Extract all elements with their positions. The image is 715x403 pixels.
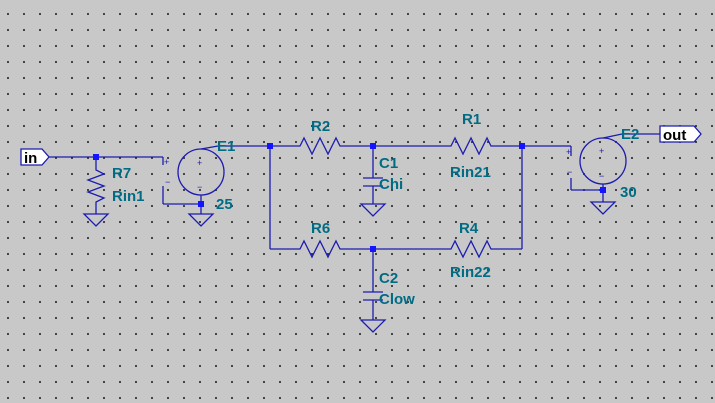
e2-name: E2 (621, 126, 639, 143)
ground-icon (359, 319, 387, 333)
resistor-r4[interactable]: R4 Rin22 (447, 220, 494, 281)
input-port-label: in (24, 150, 37, 167)
junction-node (600, 187, 606, 193)
e2-plus-symbol: + (599, 146, 604, 156)
junction-node (198, 201, 204, 207)
ground-icon (359, 203, 387, 217)
r7-value: Rin1 (112, 188, 145, 205)
output-port-label: out (663, 127, 686, 144)
junction-node (267, 143, 273, 149)
wires (49, 133, 660, 320)
e2-minus-symbol: − (599, 171, 604, 181)
c1-name: C1 (379, 155, 398, 172)
c1-value: Chi (379, 176, 403, 193)
e1-minus-symbol: − (197, 182, 202, 192)
c2-name: C2 (379, 270, 398, 287)
e1-value: 25 (216, 196, 233, 213)
resistor-r2[interactable]: R2 (296, 118, 346, 156)
r1-value: Rin21 (450, 164, 491, 181)
junction-nodes (93, 143, 606, 252)
c2-value: Clow (379, 291, 415, 308)
r7-name: R7 (112, 165, 131, 182)
e1-ctrl-plus: + (164, 157, 169, 167)
ground-icon (589, 201, 617, 215)
source-e2[interactable]: + − + − E2 30 (566, 126, 639, 215)
r4-name: R4 (459, 220, 479, 237)
e1-name: E1 (217, 138, 235, 155)
capacitor-c2[interactable]: C2 Clow (359, 270, 415, 333)
resistor-r1[interactable]: R1 Rin21 (447, 111, 494, 181)
ground-icon (82, 213, 110, 227)
r4-value: Rin22 (450, 264, 491, 281)
ground-icon (187, 213, 215, 227)
e2-ctrl-minus: − (567, 167, 572, 177)
e1-plus-symbol: + (197, 158, 202, 168)
resistor-r6[interactable]: R6 (296, 220, 346, 259)
junction-node (370, 246, 376, 252)
e2-ctrl-plus: + (566, 147, 571, 157)
junction-node (370, 143, 376, 149)
r6-name: R6 (311, 220, 330, 237)
r2-name: R2 (311, 118, 330, 135)
output-port[interactable]: out (659, 125, 702, 144)
e1-ctrl-minus: − (165, 177, 170, 187)
resistor-r7[interactable]: R7 Rin1 (82, 165, 145, 227)
r1-name: R1 (462, 111, 481, 128)
e2-value: 30 (620, 184, 637, 201)
capacitor-c1[interactable]: C1 Chi (359, 155, 403, 217)
junction-node (93, 154, 99, 160)
source-e1[interactable]: + − + − E1 25 (164, 138, 235, 227)
input-port[interactable]: in (20, 148, 50, 167)
junction-node (519, 143, 525, 149)
